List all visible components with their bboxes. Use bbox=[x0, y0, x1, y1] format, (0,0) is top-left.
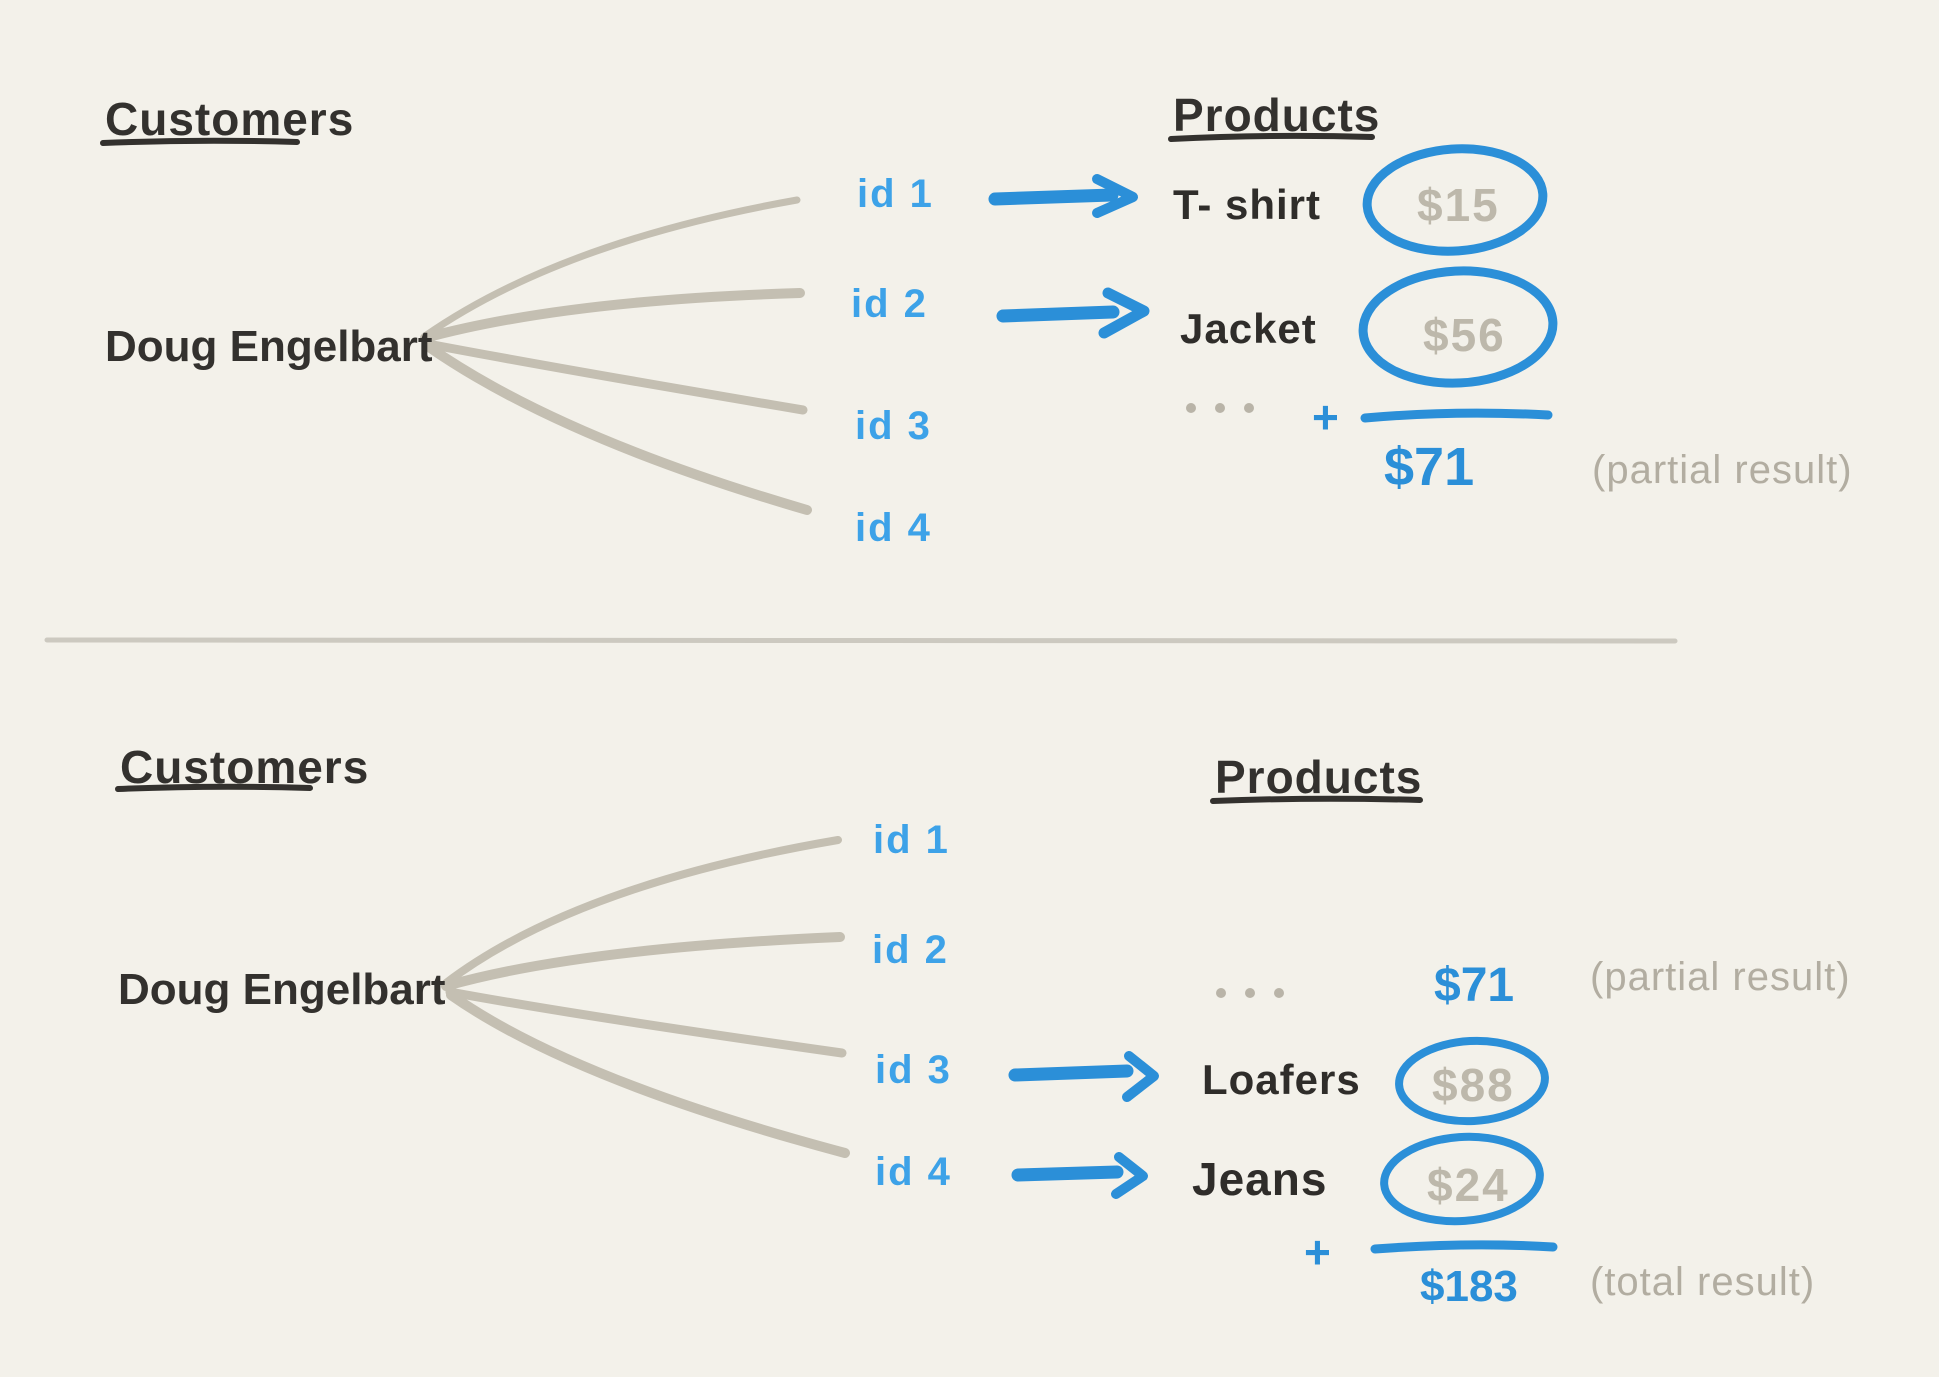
plus-sign: + bbox=[1312, 391, 1339, 443]
customer-name-bottom: Doug Engelbart bbox=[118, 965, 446, 1014]
product-price: $88 bbox=[1432, 1059, 1515, 1111]
total-sum: $183 bbox=[1420, 1262, 1518, 1311]
id-label: id 3 bbox=[875, 1048, 952, 1092]
product-name: Jeans bbox=[1192, 1153, 1328, 1205]
fan-line bbox=[420, 288, 805, 343]
price-circle bbox=[1362, 144, 1548, 256]
ellipsis-dots: ... bbox=[1216, 988, 1284, 998]
products-heading-bottom: Products bbox=[1215, 751, 1423, 803]
fan-line bbox=[421, 196, 801, 340]
plus-sign: + bbox=[1304, 1226, 1331, 1278]
id-label: id 1 bbox=[857, 172, 934, 216]
fan-line bbox=[446, 990, 850, 1158]
total-result-note: (total result) bbox=[1590, 1260, 1816, 1304]
id-label: id 3 bbox=[855, 404, 932, 448]
price-circle bbox=[1380, 1132, 1544, 1226]
product-price: $24 bbox=[1427, 1159, 1510, 1211]
underline-products-bottom bbox=[1210, 795, 1423, 804]
product-price: $15 bbox=[1417, 179, 1500, 231]
ellipsis-dots: ... bbox=[1186, 403, 1254, 413]
fan-line bbox=[423, 339, 808, 415]
panel-divider bbox=[44, 637, 1678, 644]
id-label: id 4 bbox=[855, 506, 932, 550]
arrow-icon bbox=[996, 287, 1150, 339]
customers-heading-top: Customers bbox=[105, 93, 355, 145]
id-label: id 1 bbox=[873, 818, 950, 862]
arrow-icon bbox=[1011, 1152, 1148, 1199]
fan-line bbox=[441, 932, 845, 991]
products-heading-top: Products bbox=[1173, 89, 1381, 141]
sum-line bbox=[1370, 1240, 1558, 1254]
id-label: id 2 bbox=[851, 282, 928, 326]
product-name: Jacket bbox=[1180, 305, 1317, 352]
partial-result-note-top: (partial result) bbox=[1592, 448, 1853, 492]
arrow-icon bbox=[988, 174, 1138, 218]
product-name: Loafers bbox=[1202, 1056, 1361, 1103]
sum-line bbox=[1360, 408, 1553, 423]
product-name: T- shirt bbox=[1173, 181, 1322, 228]
id-label: id 4 bbox=[875, 1150, 952, 1194]
carried-partial-sum: $71 bbox=[1434, 959, 1515, 1012]
arrow-icon bbox=[1008, 1051, 1159, 1102]
underline-customers-top bbox=[100, 137, 300, 146]
fan-line bbox=[442, 836, 842, 987]
underline-customers-bottom bbox=[115, 783, 313, 792]
customer-name-top: Doug Engelbart bbox=[105, 322, 433, 371]
customers-heading-bottom: Customers bbox=[120, 741, 370, 793]
underline-products-top bbox=[1168, 132, 1375, 142]
fan-line bbox=[424, 342, 812, 515]
fan-line bbox=[445, 987, 847, 1058]
partial-sum-top: $71 bbox=[1384, 437, 1475, 497]
id-label: id 2 bbox=[872, 928, 949, 972]
price-circle bbox=[1395, 1036, 1549, 1126]
price-circle bbox=[1358, 266, 1558, 388]
partial-result-note-bottom: (partial result) bbox=[1590, 955, 1851, 999]
product-price: $56 bbox=[1423, 309, 1506, 361]
